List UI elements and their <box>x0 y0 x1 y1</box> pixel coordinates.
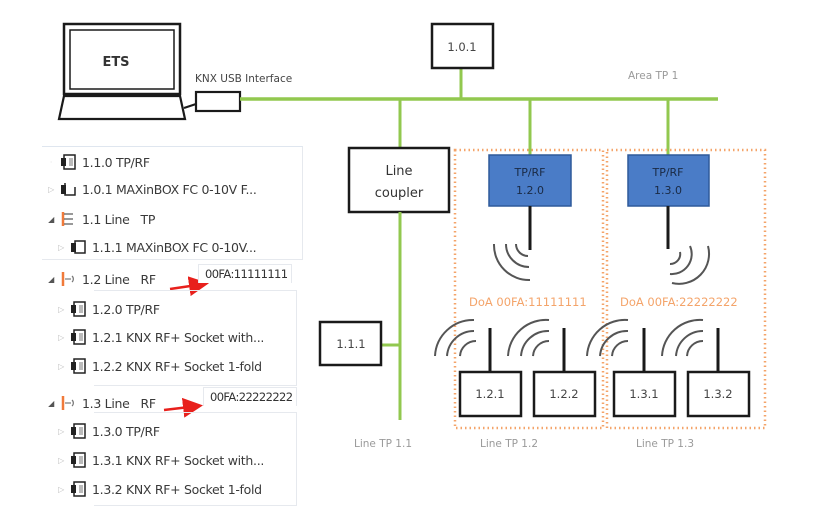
rf-device-icon <box>70 301 86 317</box>
collapse-arrow-icon[interactable]: ◢ <box>48 214 54 224</box>
rf-device-icon <box>70 452 86 468</box>
radio-waves-icon <box>434 318 477 357</box>
tree-item-line-1-3[interactable]: ◢ 1.3 Line RF <box>46 392 156 414</box>
tprf-1-3-0-label-1: TP/RF <box>651 166 683 179</box>
device-1-1-1-box <box>318 320 383 367</box>
tree-item-1-3-1[interactable]: ▷ 1.3.1 KNX RF+ Socket with... <box>56 449 264 471</box>
tree-item-label: 1.1.1 MAXinBOX FC 0-10V... <box>92 239 257 255</box>
tree-item-line-1-2[interactable]: ◢ 1.2 Line RF <box>46 268 156 290</box>
tree-expander: · <box>49 157 53 167</box>
expand-arrow-icon[interactable]: ▷ <box>58 242 64 252</box>
tree-item-label: 1.2.0 TP/RF <box>92 301 160 317</box>
red-arrow-domain-1 <box>169 276 209 297</box>
rf-line-icon <box>60 395 76 411</box>
tree-item-label: 1.1 Line TP <box>82 211 156 227</box>
tprf-1-2-0-label-2: 1.2.0 <box>516 184 544 197</box>
line-coupler-box <box>347 146 451 214</box>
device-icon <box>60 181 76 197</box>
device-1-2-1-label: 1.2.1 <box>475 387 504 401</box>
tree-item-1-2-1[interactable]: ▷ 1.2.1 KNX RF+ Socket with... <box>56 326 264 348</box>
domain-address-field-2[interactable]: 00FA:22222222 <box>203 387 298 406</box>
device-1-2-2-label: 1.2.2 <box>549 387 578 401</box>
rf-device-icon <box>70 358 86 374</box>
expand-arrow-icon[interactable]: ▷ <box>58 426 64 436</box>
tree-item-1-3-0[interactable]: ▷ 1.3.0 TP/RF <box>56 420 160 442</box>
domain-area-1-3 <box>605 148 767 430</box>
tree-item-1-2-2[interactable]: ▷ 1.2.2 KNX RF+ Socket 1-fold <box>56 355 262 377</box>
rf-device-icon <box>70 481 86 497</box>
tree-item-1-1-0[interactable]: · 1.1.0 TP/RF <box>46 151 150 173</box>
tree-item-line-1-1[interactable]: ◢ 1.1 Line TP <box>46 208 155 230</box>
device-1-3-1-label: 1.3.1 <box>629 387 658 401</box>
tree-item-label: 1.2 Line RF <box>82 271 156 287</box>
expand-arrow-icon[interactable]: ▷ <box>58 304 64 314</box>
device-1-0-1-box <box>430 22 495 70</box>
device-1-1-1-label: 1.1.1 <box>336 337 365 351</box>
rf-device-icon <box>70 423 86 439</box>
tree-item-label: 1.2.1 KNX RF+ Socket with... <box>92 329 265 345</box>
tprf-coupler-1-3-0-box <box>627 154 710 207</box>
expand-arrow-icon[interactable]: ▷ <box>58 361 64 371</box>
expand-arrow-icon[interactable]: ▷ <box>58 484 64 494</box>
domain-1-3-label: DoA 00FA:22222222 <box>620 295 738 309</box>
tree-panel-segment <box>94 412 297 506</box>
line-tp-1-1-label: Line TP 1.1 <box>354 438 412 450</box>
radio-waves-icon <box>661 318 704 357</box>
tprf-coupler-1-2-0-box <box>488 154 572 207</box>
tree-item-label: 1.0.1 MAXinBOX FC 0-10V F... <box>82 181 257 197</box>
tree-item-1-3-2[interactable]: ▷ 1.3.2 KNX RF+ Socket 1-fold <box>56 478 262 500</box>
line-tp-1-3-label: Line TP 1.3 <box>636 438 694 450</box>
expand-arrow-icon[interactable]: ▷ <box>58 332 64 342</box>
device-1-0-1-label: 1.0.1 <box>447 40 476 54</box>
collapse-arrow-icon[interactable]: ◢ <box>48 274 54 284</box>
device-icon <box>70 239 86 255</box>
tprf-device-icon <box>60 154 76 170</box>
tree-item-1-2-0[interactable]: ▷ 1.2.0 TP/RF <box>56 298 160 320</box>
rf-device-1-2-2 <box>507 318 597 418</box>
radio-waves-icon <box>507 318 550 357</box>
line-coupler-label-2: coupler <box>375 186 424 201</box>
tree-item-label: 1.3.0 TP/RF <box>92 423 160 439</box>
usb-cable <box>183 103 197 109</box>
tree-item-1-1-1[interactable]: ▷ 1.1.1 MAXinBOX FC 0-10V... <box>56 236 257 258</box>
tree-item-label: 1.3.2 KNX RF+ Socket 1-fold <box>92 481 262 497</box>
device-1-3-2-label: 1.3.2 <box>703 387 732 401</box>
rf-device-1-3-1 <box>586 318 677 418</box>
usb-interface-label: KNX USB Interface <box>195 73 292 85</box>
expand-arrow-icon[interactable]: ▷ <box>48 184 54 194</box>
usb-interface-box <box>194 90 242 113</box>
rf-device-1-3-2 <box>661 318 751 418</box>
line-tp-1-2-label: Line TP 1.2 <box>480 438 538 450</box>
expand-arrow-icon[interactable]: ▷ <box>58 455 64 465</box>
rf-line-icon <box>60 271 76 287</box>
radio-waves-icon <box>492 243 531 282</box>
tp-line-icon <box>60 211 76 227</box>
tree-panel-segment <box>42 146 303 260</box>
line-coupler-label-1: Line <box>385 164 412 179</box>
tprf-1-2-0-label-1: TP/RF <box>513 166 545 179</box>
tree-item-label: 1.3.1 KNX RF+ Socket with... <box>92 452 265 468</box>
tree-item-1-0-1[interactable]: ▷ 1.0.1 MAXinBOX FC 0-10V F... <box>46 178 257 200</box>
tree-item-label: 1.2.2 KNX RF+ Socket 1-fold <box>92 358 262 374</box>
red-arrow-domain-2 <box>163 397 203 418</box>
tree-item-label: 1.1.0 TP/RF <box>82 154 150 170</box>
area-label: Area TP 1 <box>628 70 678 82</box>
radio-waves-icon <box>586 318 629 357</box>
tree-panel-segment <box>94 290 297 386</box>
tree-item-label: 1.3 Line RF <box>82 395 156 411</box>
ets-label: ETS <box>102 55 129 70</box>
domain-area-1-2 <box>453 148 605 430</box>
domain-address-field-1[interactable]: 00FA:11111111 <box>198 264 293 283</box>
collapse-arrow-icon[interactable]: ◢ <box>48 398 54 408</box>
domain-1-2-label: DoA 00FA:11111111 <box>469 295 587 309</box>
rf-device-1-2-1 <box>434 318 523 418</box>
tprf-1-3-0-label-2: 1.3.0 <box>654 184 682 197</box>
rf-device-icon <box>70 329 86 345</box>
radio-waves-icon <box>669 245 711 285</box>
laptop-icon <box>57 22 187 121</box>
